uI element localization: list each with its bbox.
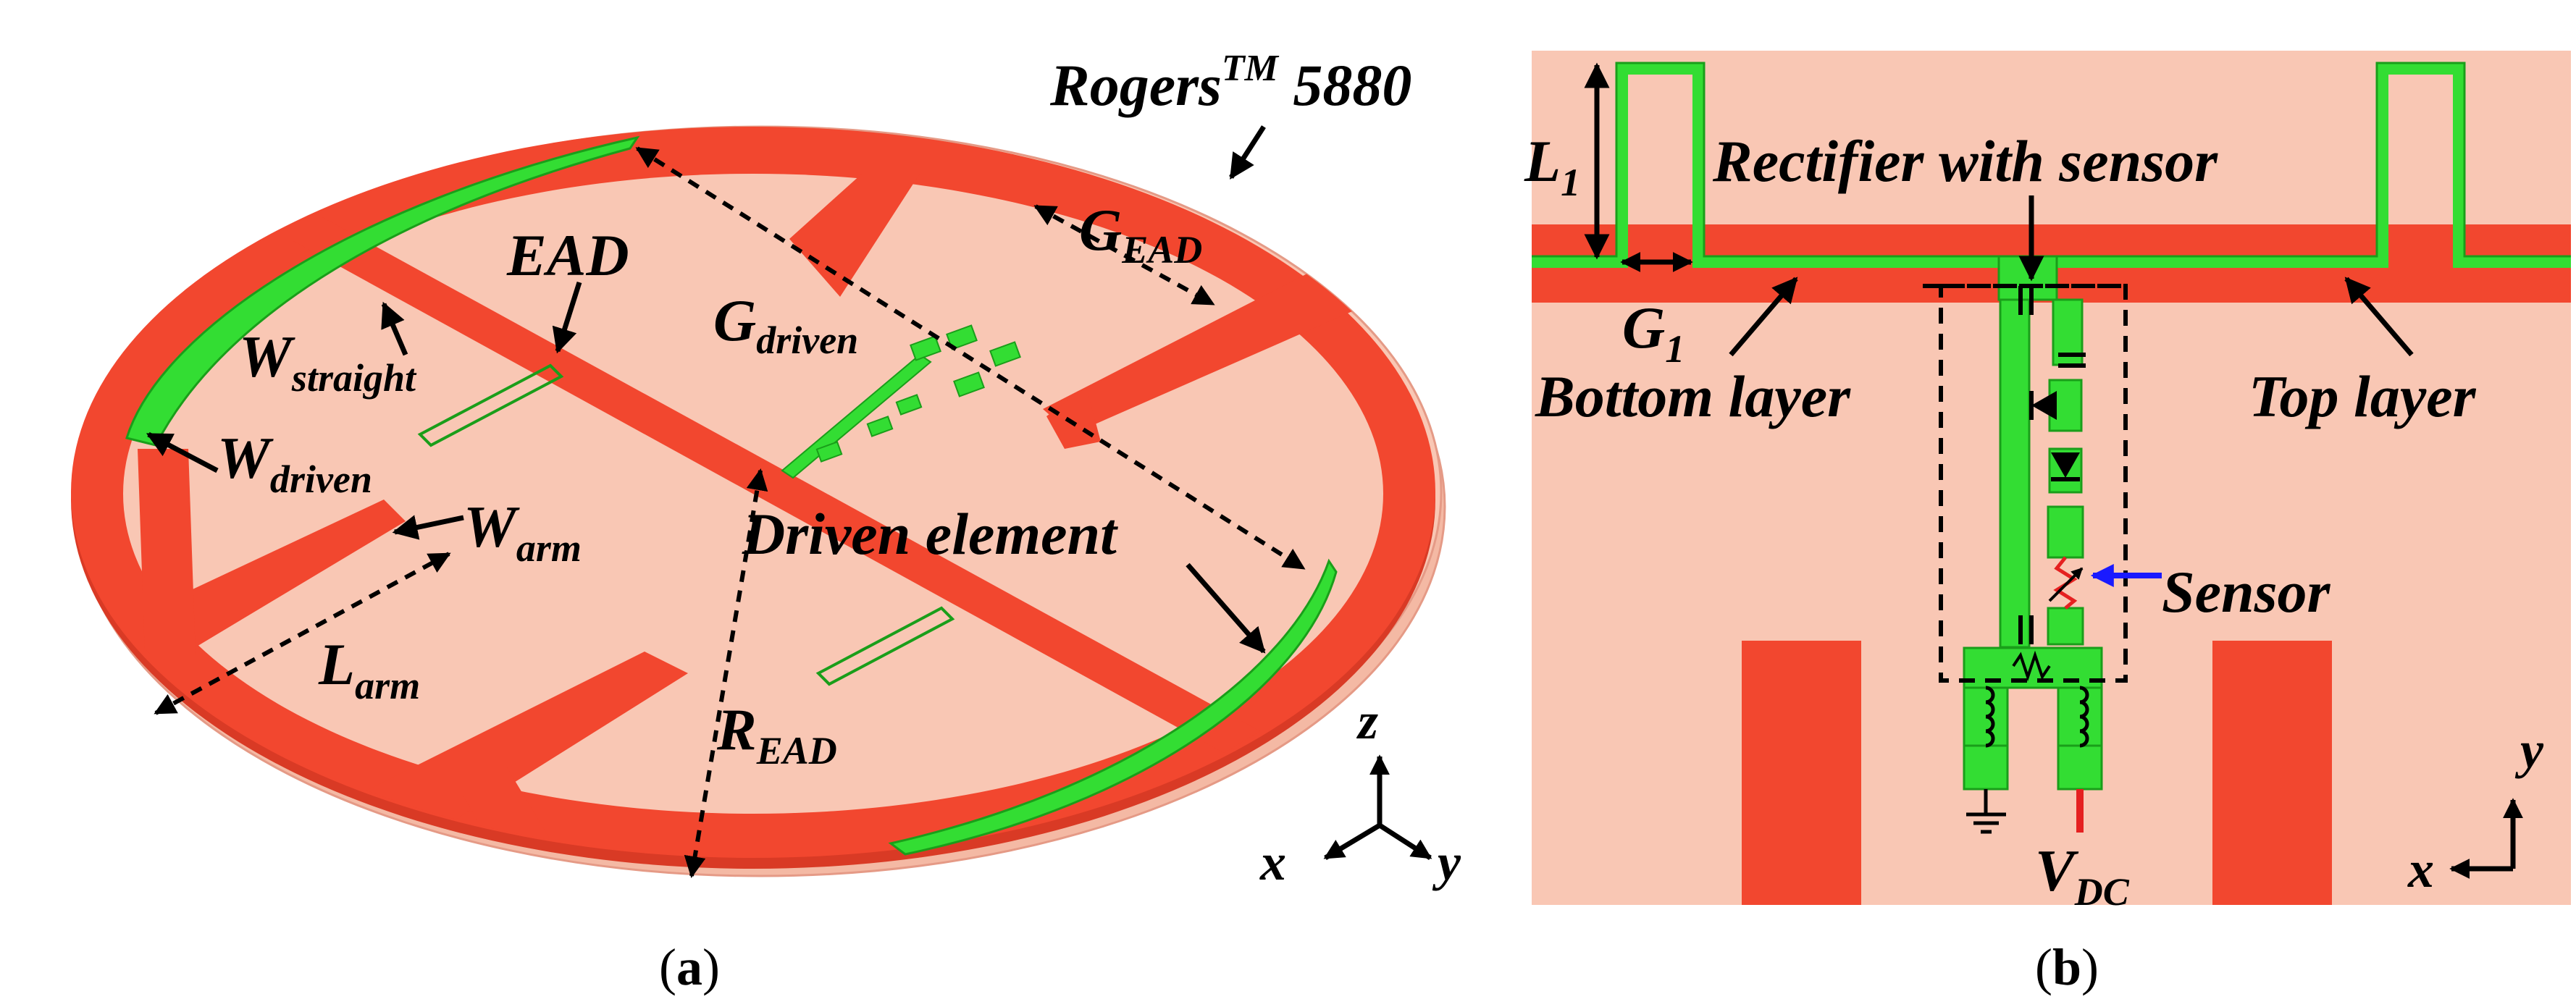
svg-text:(a): (a) [659,938,720,996]
panel-a-antenna-3d: RogersTM 5880 EAD GEAD Gdriven Wstraight… [71,48,1461,996]
r-ead-label: R [716,696,757,762]
svg-text:Warm: Warm [463,494,582,570]
axes-3d: z x y [1259,692,1461,891]
svg-text:RogersTM 5880: RogersTM 5880 [1049,48,1411,118]
driven-curve-left [125,135,640,447]
r-ead-arrow [684,468,768,878]
rogers-sup: TM [1222,48,1280,89]
w-driven-sub: driven [270,458,372,501]
g-driven-sub: driven [756,319,858,362]
ead-pointer [552,281,582,354]
bottom-pad-left [1742,641,1861,905]
r-ead-sub: EAD [756,729,837,772]
caption-a-letter: a [676,938,702,996]
top-layer-pointer [2344,277,2414,357]
axis-y-label: y [1432,833,1461,891]
caption-b-close: ) [2081,938,2099,996]
svg-text:Wstraight: Wstraight [239,324,417,400]
caption-b-letter: b [2052,938,2081,996]
l-arm-sub: arm [355,664,420,707]
rogers-num: 5880 [1278,52,1412,118]
axis-x2-label: x [2407,840,2434,898]
driven-element-label: Driven element [742,501,1118,567]
rogers-pointer [1229,125,1266,180]
axis-x-label: x [1259,833,1286,891]
g-ead-sub: EAD [1121,228,1202,271]
w-straight-sub: straight [291,356,417,400]
w-driven-pointer [146,431,219,473]
top-layer-label: Top layer [2249,363,2477,429]
svg-text:GEAD: GEAD [1079,197,1202,271]
svg-text:VDC: VDC [2035,838,2130,914]
ead-arm-left-vertical [138,449,196,655]
ead-label: EAD [506,222,629,288]
g-ead-label: G [1079,197,1122,263]
w-arm-sub: arm [516,526,582,570]
svg-text:(b): (b) [2035,938,2099,996]
svg-text:Larm: Larm [318,631,420,707]
driven-element-pointer [1186,563,1266,654]
w-arm-pointer [392,515,464,540]
w-arm-label: W [463,494,520,560]
w-straight-label: W [239,324,295,389]
l-arm-arrow [154,552,451,715]
rogers-label: Rogers [1049,52,1222,118]
bottom-layer-label: Bottom layer [1535,363,1851,429]
driven-curve-right [888,558,1338,856]
svg-text:Gdriven: Gdriven [713,287,858,362]
g-driven-label: G [713,287,756,353]
caption-b-open: ( [2035,938,2052,996]
svg-text:Wdriven: Wdriven [217,425,372,501]
slot-outline-left [417,363,564,447]
sensor-label: Sensor [2162,559,2331,625]
top-layer-trace [1532,63,2571,268]
panel-b-layout-top: L1 G1 Rectifier with sensor Bottom layer… [1524,51,2571,996]
g1-label: G [1622,295,1665,361]
vdc-sub: DC [2074,870,2130,914]
ead-arm-bottom [340,652,688,833]
caption-a-open: ( [659,938,676,996]
l-arm-label: L [318,631,355,697]
l1-label: L [1524,128,1561,194]
l1-sub: 1 [1561,161,1580,204]
svg-text:L1: L1 [1524,128,1580,204]
w-driven-label: W [217,425,274,491]
bottom-layer-pointer [1729,277,1798,357]
w-straight-pointer [381,301,408,356]
slot-outline-lower [815,606,955,686]
g1-sub: 1 [1665,327,1685,371]
bottom-pad-right [2212,641,2332,905]
caption-a-close: ) [702,938,720,996]
axis-z-label: z [1356,692,1378,750]
driven-span-arrow [635,146,1306,570]
svg-text:G1: G1 [1622,295,1685,371]
svg-text:READ: READ [716,696,837,772]
rectifier-label: Rectifier with sensor [1712,128,2218,194]
vdc-label: V [2035,838,2079,903]
